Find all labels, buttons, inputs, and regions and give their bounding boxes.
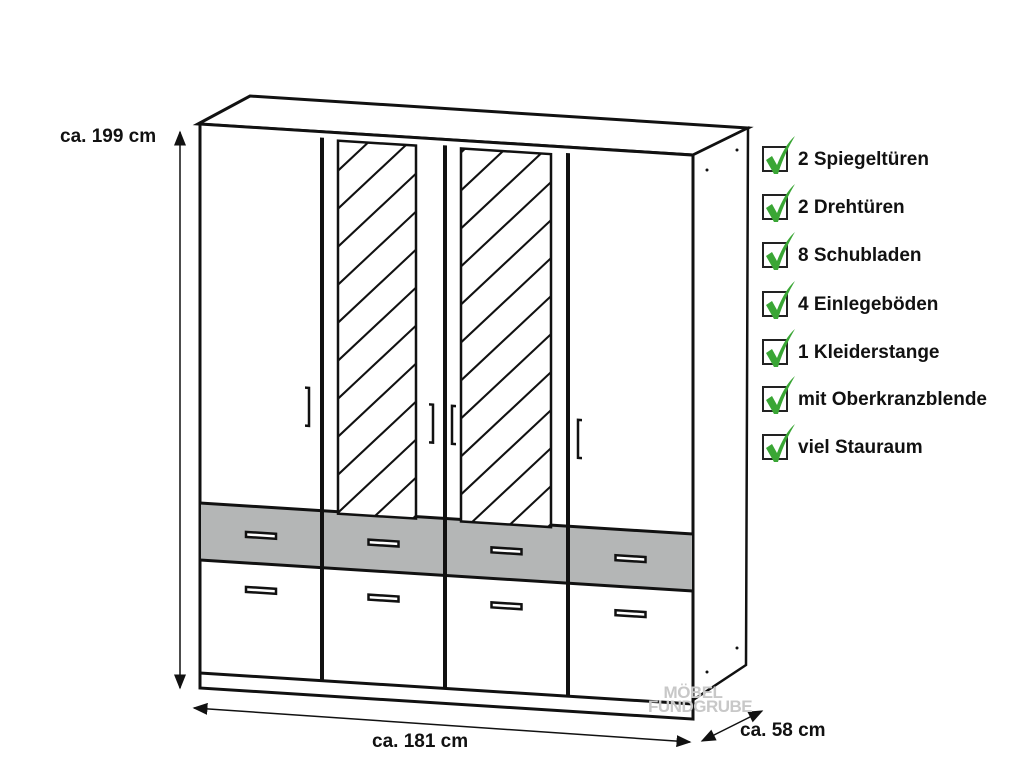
green-checkmark-icon — [766, 424, 795, 462]
drawer-handle — [614, 553, 647, 564]
checkbox-icon — [762, 232, 795, 270]
drawer-handle — [490, 601, 523, 611]
mirror-left — [336, 139, 418, 520]
checkbox-icon — [762, 376, 795, 414]
watermark: MÖBEL FUNDGRUBE — [648, 683, 753, 716]
feature-label: 2 Spiegeltüren — [798, 148, 929, 170]
feature-item: 8 Schubladen — [762, 232, 922, 270]
green-checkmark-icon — [766, 136, 795, 174]
checkbox-icon — [762, 329, 795, 367]
width-label: ca. 181 cm — [372, 731, 469, 752]
green-checkmark-icon — [766, 232, 795, 270]
green-checkmark-icon — [766, 329, 795, 367]
door-handles — [305, 386, 582, 460]
checkbox-icon — [762, 424, 795, 462]
feature-label: 2 Drehtüren — [798, 196, 905, 218]
feature-item: mit Oberkranzblende — [762, 376, 998, 414]
drawer-handle — [367, 538, 400, 548]
depth-label: ca. 58 cm — [740, 720, 826, 741]
wardrobe-front — [198, 122, 695, 721]
drawer-handle — [244, 530, 278, 541]
checkbox-icon — [762, 184, 795, 222]
green-checkmark-icon — [766, 184, 795, 222]
feature-item: 2 Spiegeltüren — [762, 136, 929, 174]
feature-label: mit Oberkranzblende — [798, 388, 987, 410]
green-checkmark-icon — [766, 376, 795, 414]
feature-label: 8 Schubladen — [798, 244, 922, 266]
drawer-handle — [490, 546, 523, 556]
feature-label: 4 Einlegeböden — [798, 293, 939, 315]
feature-label: viel Stauraum — [798, 436, 923, 458]
green-checkmark-icon — [766, 281, 795, 319]
drawer-handle — [614, 608, 647, 619]
wardrobe-side — [691, 125, 750, 703]
feature-item: 1 Kleiderstange — [762, 329, 940, 367]
drawer-handle — [244, 585, 278, 596]
checkbox-icon — [762, 136, 795, 174]
checkbox-icon — [762, 281, 795, 319]
height-label: ca. 199 cm — [60, 126, 157, 147]
feature-item: viel Stauraum — [762, 424, 923, 462]
drawer-handle — [367, 593, 400, 603]
feature-item: 4 Einlegeböden — [762, 281, 939, 319]
feature-item: 2 Drehtüren — [762, 184, 905, 222]
feature-label: 1 Kleiderstange — [798, 341, 940, 363]
